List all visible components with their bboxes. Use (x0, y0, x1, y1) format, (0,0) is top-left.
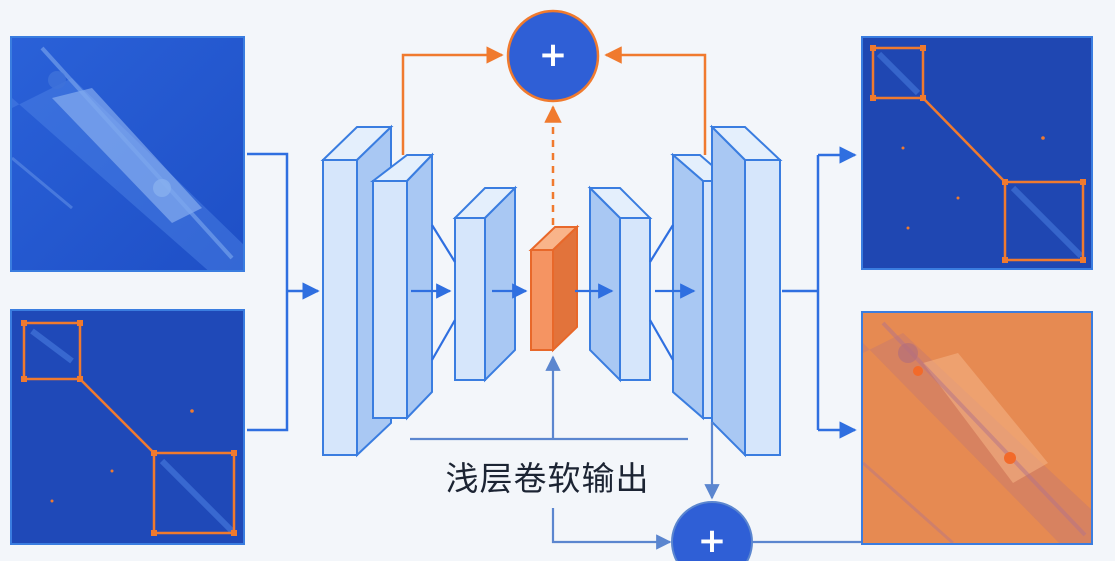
input-image-top (10, 36, 245, 272)
input-image-bottom (10, 309, 245, 545)
encoder-block-3 (452, 185, 518, 383)
input-connector (247, 152, 320, 432)
shallow-conv-output-label: 浅层卷软输出 (445, 459, 650, 498)
output-image-bottom-content (863, 313, 1091, 543)
decoder-block-3 (709, 124, 783, 458)
plus-icon: + (697, 521, 727, 561)
output-image-bottom (861, 311, 1093, 545)
feature-flow (411, 224, 696, 361)
skip-connection-top (401, 46, 707, 225)
plus-icon: + (538, 35, 568, 75)
sum-node-bottom (671, 501, 753, 561)
shallow-conv-path (410, 355, 861, 550)
output-image-top (861, 36, 1093, 270)
sum-node-top (506, 9, 600, 103)
output-image-top-content (863, 38, 1091, 268)
bottleneck-block (528, 224, 580, 353)
input-image-top-content (12, 38, 243, 270)
encoder-block-2 (370, 152, 435, 421)
decoder-block-1 (587, 185, 653, 383)
input-image-bottom-content (12, 311, 243, 543)
output-connector (782, 146, 857, 439)
